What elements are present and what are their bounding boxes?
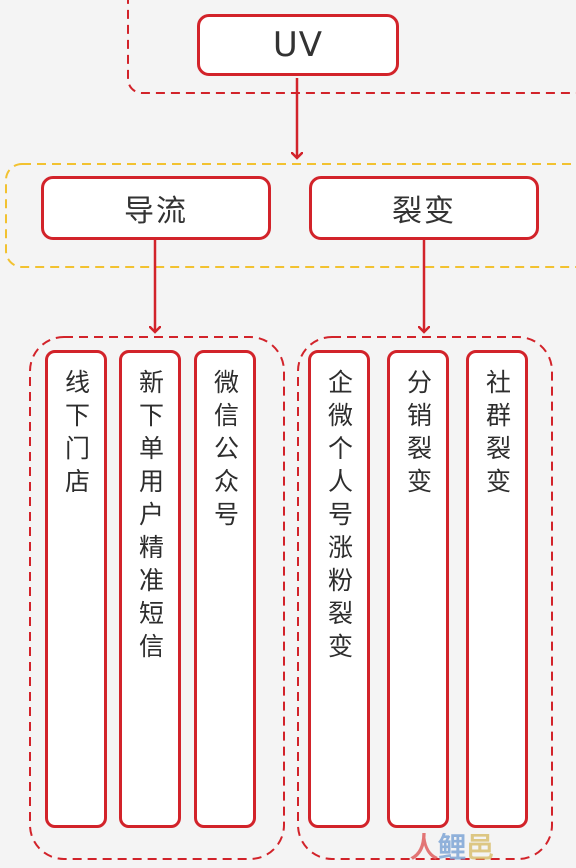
channel-distribution-fission: 分销裂变	[387, 350, 449, 828]
channel-label: 社群裂变	[482, 369, 512, 501]
uv-node: UV	[197, 14, 399, 76]
watermark-part-1: 人	[410, 831, 439, 864]
fission-label: 裂变	[392, 194, 456, 229]
watermark-part-2: 鲤	[438, 831, 467, 864]
traffic-channels-group-border	[29, 336, 285, 860]
channel-wechat-official-account: 微信公众号	[194, 350, 256, 828]
channel-new-order-sms: 新下单用户精准短信	[119, 350, 181, 828]
traffic-label: 导流	[124, 194, 188, 229]
channel-label: 分销裂变	[403, 369, 433, 501]
channel-offline-store: 线下门店	[45, 350, 107, 828]
channel-label: 线下门店	[61, 369, 91, 501]
middle-group-border	[5, 163, 576, 268]
channel-label: 新下单用户精准短信	[135, 369, 165, 666]
fission-node: 裂变	[309, 176, 539, 240]
watermark-part-3: 邑	[466, 831, 495, 864]
fission-channels-group-border	[297, 336, 553, 860]
channel-label: 微信公众号	[210, 369, 240, 534]
channel-wecom-personal-fission: 企微个人号涨粉裂变	[308, 350, 370, 828]
channel-community-fission: 社群裂变	[466, 350, 528, 828]
uv-label: UV	[272, 25, 324, 65]
watermark-logo: 人 鲤 邑	[410, 826, 560, 866]
traffic-node: 导流	[41, 176, 271, 240]
channel-label: 企微个人号涨粉裂变	[324, 369, 354, 666]
